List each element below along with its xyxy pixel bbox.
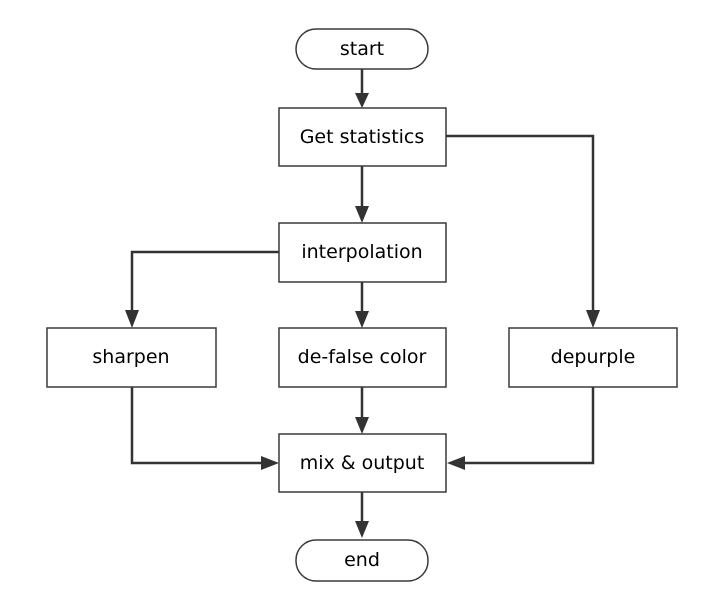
node-get-statistics-label: Get statistics [300, 126, 425, 148]
node-depurple: depurple [508, 327, 678, 388]
edge-interpolation-to-de-false-color [355, 282, 369, 328]
node-end-label: end [344, 549, 380, 571]
node-mix-output: mix & output [278, 433, 447, 493]
node-interpolation-label: interpolation [301, 241, 422, 263]
edge-start-to-get-statistics [355, 69, 369, 108]
nodes: start Get statistics interpolation sharp… [46, 28, 678, 582]
node-end: end [295, 539, 429, 582]
node-sharpen: sharpen [46, 327, 217, 388]
edge-depurple-to-mix-output [447, 387, 595, 470]
node-de-false-color: de-false color [278, 327, 447, 388]
node-start: start [295, 28, 429, 70]
edge-interpolation-to-sharpen [125, 250, 279, 328]
node-interpolation: interpolation [278, 222, 447, 283]
edge-get-statistics-to-depurple [446, 134, 600, 328]
node-de-false-color-label: de-false color [298, 346, 427, 368]
node-mix-output-label: mix & output [300, 452, 425, 474]
node-sharpen-label: sharpen [92, 346, 169, 368]
edge-sharpen-to-mix-output [130, 387, 279, 470]
node-start-label: start [340, 38, 384, 60]
edges [125, 69, 600, 538]
node-get-statistics: Get statistics [278, 107, 447, 167]
edge-mix-output-to-end [355, 492, 369, 538]
edge-get-statistics-to-interpolation [355, 166, 369, 223]
node-depurple-label: depurple [551, 346, 636, 368]
edge-de-false-color-to-mix-output [355, 387, 369, 434]
